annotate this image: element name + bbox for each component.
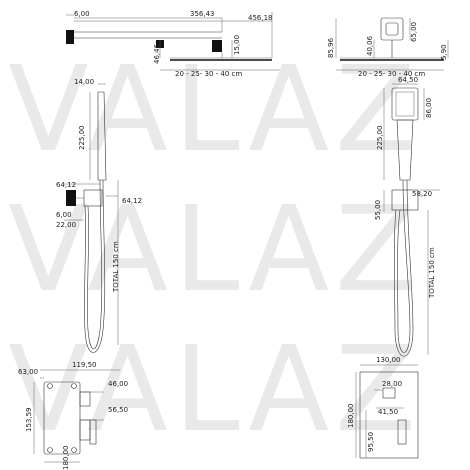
dim-64-12-b: 64,12 bbox=[122, 197, 142, 205]
valve-body-side-view bbox=[33, 369, 120, 463]
dim-6-00: 6,00 bbox=[74, 10, 90, 18]
dim-46-46: 46,46 bbox=[153, 43, 161, 64]
dim-58-20: 58,20 bbox=[412, 190, 432, 198]
dim-64-12-a: 64,12 bbox=[56, 181, 76, 189]
dim-225-00-right: 225,00 bbox=[376, 126, 384, 151]
shower-head-front-view bbox=[335, 17, 449, 71]
wall-plate bbox=[380, 17, 404, 41]
wall-outlet bbox=[66, 190, 76, 206]
dim-119-50: 119,50 bbox=[72, 361, 97, 369]
dim-85-96: 85,96 bbox=[327, 37, 335, 58]
watermark-bottom: VALAZ bbox=[8, 320, 422, 458]
dim-56-50: 56,50 bbox=[108, 406, 128, 414]
wall-flange bbox=[66, 30, 74, 44]
dim-153-59: 153,59 bbox=[25, 408, 33, 433]
dim-41-50: 41,50 bbox=[378, 408, 398, 416]
dim-head-range-left: 20 - 25- 30 - 40 cm bbox=[175, 70, 242, 78]
arm-connector bbox=[212, 40, 222, 52]
dim-225-00-left: 225,00 bbox=[78, 126, 86, 151]
dim-95-50: 95,50 bbox=[367, 432, 375, 452]
dim-356-43: 356,43 bbox=[190, 10, 215, 18]
shower-arm-side-view bbox=[66, 12, 280, 71]
dim-total-left: TOTAL 150 cm bbox=[112, 241, 120, 293]
dim-130-00: 130,00 bbox=[376, 356, 401, 364]
dim-14-00: 14,00 bbox=[74, 78, 94, 86]
cover-plate bbox=[359, 371, 419, 459]
hand-shower-handle bbox=[97, 91, 107, 181]
dim-456-18: 456,18 bbox=[248, 14, 273, 22]
dim-63-00: 63,00 bbox=[18, 368, 38, 376]
dim-5-90: 5,90 bbox=[440, 44, 448, 60]
dim-total-right: TOTAL 150 cm bbox=[428, 247, 436, 299]
valve-body bbox=[43, 381, 81, 455]
valve-cover-front-view bbox=[355, 364, 419, 459]
dim-86-00: 86,00 bbox=[425, 98, 433, 118]
dim-180-00-right: 180,00 bbox=[347, 404, 355, 429]
dim-15-00: 15,00 bbox=[233, 35, 241, 55]
holder-front bbox=[391, 189, 419, 211]
mixer-handle bbox=[397, 419, 407, 445]
dim-65-00: 65,00 bbox=[410, 22, 418, 42]
diverter-knob bbox=[382, 387, 396, 399]
watermark-top: VALAZ bbox=[8, 40, 422, 178]
dim-46-00: 46,00 bbox=[108, 380, 128, 388]
hand-shower-front-view bbox=[383, 83, 440, 357]
hand-shower-grip bbox=[396, 119, 414, 181]
dim-180-00-left: 180,00 bbox=[62, 446, 70, 470]
dim-22-00: 22,00 bbox=[56, 221, 76, 229]
dim-28-00: 28,00 bbox=[382, 380, 402, 388]
dim-head-range-right: 20 - 25- 30 - 40 cm bbox=[358, 70, 425, 78]
dim-55-00: 55,00 bbox=[374, 200, 382, 220]
dim-64-50: 64,50 bbox=[398, 76, 418, 84]
hose-front bbox=[397, 179, 411, 353]
dim-6-00-mid: 6,00 bbox=[56, 211, 72, 219]
dim-40-06: 40,06 bbox=[366, 35, 374, 56]
